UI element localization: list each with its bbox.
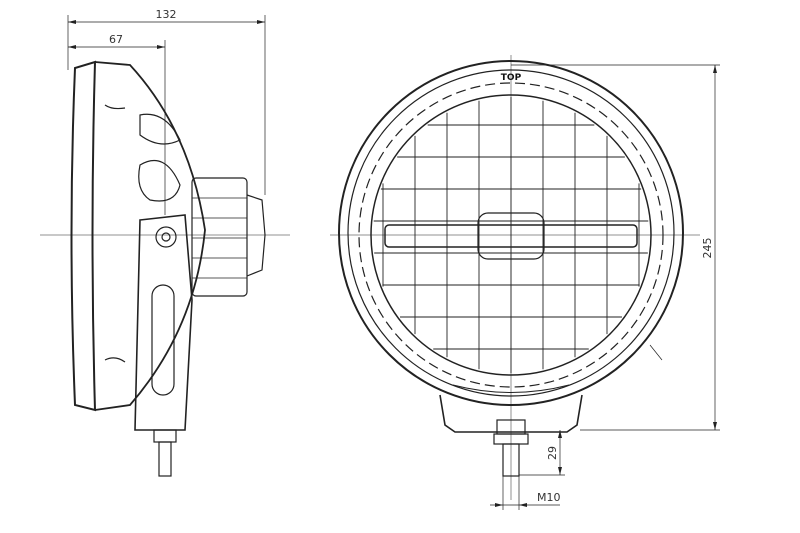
dim-label-245: 245 (701, 238, 714, 259)
front-lens-rim (70, 60, 97, 412)
side-stud (158, 441, 172, 477)
dim-label-m10: M10 (537, 491, 561, 504)
top-marking: TOP (501, 73, 522, 83)
bezel-inner (347, 69, 675, 397)
housing-vent (104, 357, 126, 363)
lens-edge-hidden (358, 82, 664, 388)
side-view (40, 60, 290, 477)
outer-bezel (338, 60, 684, 406)
housing (94, 61, 206, 411)
led-bar-center (477, 212, 545, 260)
dim-label-132: 132 (156, 8, 177, 21)
pivot-bolt (155, 226, 177, 248)
mounting-bracket (134, 214, 193, 431)
front-bracket (439, 394, 583, 433)
housing-vent (104, 104, 126, 110)
heatsink (191, 177, 248, 297)
led-bar (384, 224, 638, 248)
leader-line (649, 344, 663, 361)
arrowheads (68, 20, 717, 507)
housing-vent (139, 113, 181, 145)
side-nut (153, 429, 177, 443)
protective-grille (373, 97, 649, 373)
bottom-lens-detail (452, 384, 570, 393)
grille-ring (370, 94, 652, 376)
housing-vent (138, 160, 181, 202)
dim-label-67: 67 (109, 33, 123, 46)
front-view (330, 55, 700, 500)
bracket-slot (151, 284, 175, 396)
side-dimensions (67, 15, 266, 215)
pivot-bolt-center (161, 232, 171, 242)
rear-cap (246, 194, 266, 277)
dim-label-29: 29 (546, 446, 559, 460)
front-dimensions (490, 64, 720, 510)
front-stud (502, 443, 520, 477)
